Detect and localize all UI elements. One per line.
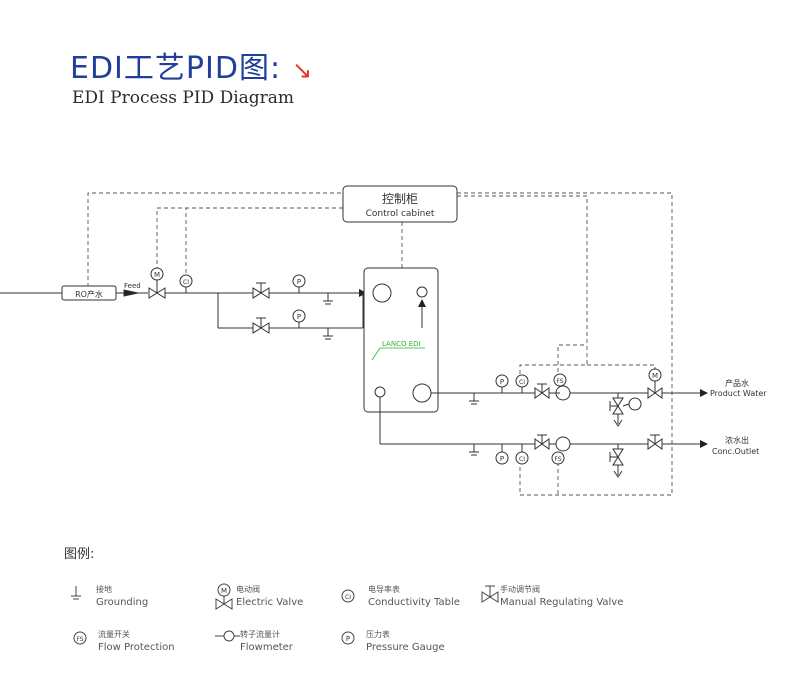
product-electric-valve-icon bbox=[647, 368, 663, 399]
svg-text:M: M bbox=[652, 372, 658, 380]
upper-pressure-gauge-icon bbox=[292, 274, 306, 293]
legend-heading: 图例: bbox=[64, 547, 95, 562]
cabinet-label-en: Control cabinet bbox=[366, 209, 435, 219]
conc-flow-switch-icon bbox=[551, 451, 565, 465]
conc-outlet-label-cn: 浓水出 bbox=[725, 435, 749, 445]
svg-text:CI: CI bbox=[183, 279, 189, 286]
svg-text:P: P bbox=[297, 278, 301, 286]
inlet-electric-valve-icon bbox=[148, 267, 166, 299]
conc-bypass-valve-icon bbox=[609, 448, 624, 466]
legend-flow-switch-icon bbox=[73, 631, 87, 645]
svg-text:FS: FS bbox=[554, 456, 561, 463]
conc-flowmeter-icon bbox=[555, 436, 571, 452]
svg-text:CI: CI bbox=[519, 456, 525, 463]
product-water-label-cn: 产品水 bbox=[725, 378, 749, 388]
conc-grounding-icon bbox=[469, 444, 479, 456]
svg-text:CI: CI bbox=[519, 379, 525, 386]
svg-text:M: M bbox=[221, 587, 227, 595]
inlet-piping bbox=[164, 292, 364, 329]
product-manual-valve-icon bbox=[534, 383, 550, 399]
conc-manual-valve-2-icon bbox=[647, 434, 663, 450]
lower-grounding-icon bbox=[323, 328, 333, 340]
cabinet-label-cn: 控制柜 bbox=[382, 192, 418, 206]
product-conductivity-icon bbox=[515, 374, 529, 393]
control-cabinet: 控制柜 Control cabinet bbox=[342, 185, 458, 223]
edi-label: LANCO EDI bbox=[382, 340, 421, 348]
svg-text:FS: FS bbox=[556, 378, 563, 385]
lower-pressure-gauge-icon bbox=[292, 309, 306, 328]
lower-manual-valve-icon bbox=[252, 317, 270, 334]
svg-text:M: M bbox=[154, 271, 160, 279]
inlet-conductivity-icon bbox=[179, 274, 193, 293]
svg-text:P: P bbox=[346, 635, 350, 643]
product-pressure-gauge-icon bbox=[495, 374, 509, 393]
title-arrow-icon: ↘ bbox=[292, 56, 313, 84]
product-bypass-valve-icon bbox=[609, 397, 642, 415]
legend-grounding-icon bbox=[71, 586, 81, 600]
legend-pressure-gauge-icon bbox=[341, 631, 355, 645]
ro-box-label: RO产水 bbox=[75, 289, 103, 299]
product-flowmeter-icon bbox=[555, 385, 571, 401]
product-flow-switch-icon bbox=[553, 373, 567, 387]
legend-item-pressure-gauge: 压力表 Pressure Gauge bbox=[366, 630, 445, 653]
svg-text:P: P bbox=[500, 455, 504, 463]
legend-item-grounding: 接地 Grounding bbox=[96, 585, 149, 608]
edi-label-leader bbox=[371, 347, 425, 361]
concentrate-piping bbox=[379, 397, 680, 475]
legend-item-conductivity: 电导率表 Conductivity Table bbox=[368, 585, 460, 608]
conc-outlet-label-en: Conc.Outlet bbox=[712, 447, 759, 456]
upper-manual-valve-icon bbox=[252, 282, 270, 299]
svg-text:CI: CI bbox=[345, 594, 351, 601]
legend-manual-valve-icon bbox=[481, 585, 499, 603]
title-chinese: EDI工艺PID图: bbox=[70, 51, 282, 86]
product-water-piping bbox=[431, 392, 680, 424]
legend-item-electric-valve: 电动阀 Electric Valve bbox=[236, 585, 304, 608]
legend-item-manual-valve: 手动调节阀 Manual Regulating Valve bbox=[500, 585, 624, 608]
conc-pressure-gauge-icon bbox=[495, 444, 509, 465]
svg-text:P: P bbox=[297, 313, 301, 321]
control-signal-lines bbox=[87, 192, 673, 496]
svg-text:P: P bbox=[500, 378, 504, 386]
conc-manual-valve-icon bbox=[534, 434, 550, 450]
ro-product-source bbox=[0, 285, 148, 301]
legend-conductivity-icon bbox=[341, 589, 355, 603]
product-water-label-en: Product Water bbox=[710, 389, 767, 398]
product-grounding-icon bbox=[469, 393, 479, 405]
feed-label: Feed bbox=[124, 282, 141, 290]
legend-item-flowmeter: 转子流量计 Flowmeter bbox=[240, 630, 293, 653]
legend-item-flow-protection: 流量开关 Flow Protection bbox=[98, 630, 175, 653]
legend-flowmeter-icon bbox=[215, 630, 240, 642]
upper-grounding-icon bbox=[323, 293, 333, 305]
conc-conductivity-icon bbox=[515, 444, 529, 465]
title-english: EDI Process PID Diagram bbox=[72, 88, 295, 108]
legend-electric-valve-icon bbox=[215, 583, 233, 610]
svg-text:FS: FS bbox=[76, 636, 83, 643]
